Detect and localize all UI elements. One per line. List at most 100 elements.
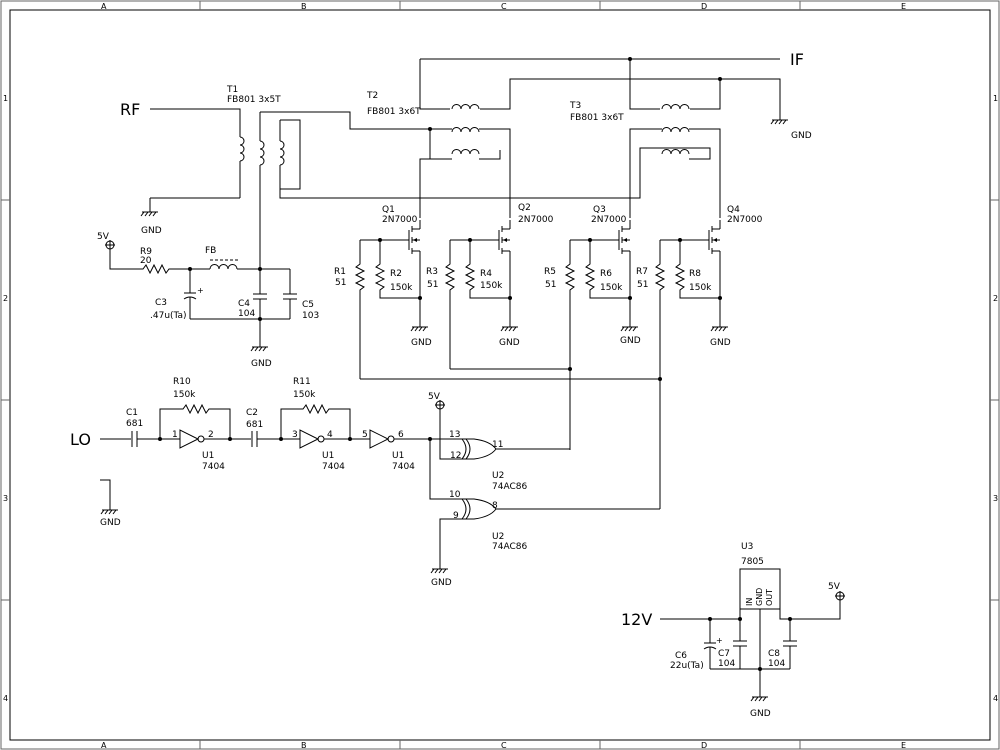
row-label-2: 2 — [3, 294, 8, 303]
t2-ref: T2 — [366, 91, 378, 101]
ground-symbol — [250, 339, 269, 352]
r8-value: 150k — [689, 283, 712, 293]
5v-label-bias: 5V — [97, 232, 110, 242]
u2b-pin-out: 8 — [492, 501, 498, 511]
resistor-r1 — [355, 260, 365, 294]
rf-port-label: RF — [120, 100, 140, 119]
u1b-pin-out: 4 — [327, 430, 333, 440]
c5-ref: C5 — [302, 300, 314, 310]
c6-value: 22u(Ta) — [670, 661, 704, 671]
fb-ref: FB — [205, 246, 216, 256]
mosfet-q1-stage: Q1 2N7000 R1 51 R2 150k GND — [334, 205, 432, 379]
r9-ref: R9 — [140, 247, 152, 257]
t1-winding-tertiary — [279, 140, 285, 166]
mosfet-q4-stage: Q4 2N7000 R7 51 R8 150k GND — [636, 205, 763, 509]
ground-symbol — [750, 689, 769, 702]
mosfet-q2-stage: Q2 2N7000 R3 51 R4 150k GND — [426, 203, 554, 369]
resistor-r10 — [179, 404, 213, 414]
u2a-ref: U2 — [492, 471, 504, 481]
junction-dot — [718, 296, 722, 300]
bias-supply-section: 5V R9 20 FB + C3 .47u(Ta) C4 104 C5 1 — [97, 232, 319, 369]
r9-value: 20 — [140, 256, 152, 266]
gnd-label: GND — [499, 338, 520, 348]
gnd-label: GND — [710, 338, 731, 348]
gate-drive-bus — [360, 367, 662, 381]
row-label-1: 1 — [3, 94, 8, 103]
transformer-t2: T2 FB801 3x6T — [366, 91, 511, 218]
t2-value: FB801 3x6T — [367, 107, 421, 117]
junction-dot — [508, 296, 512, 300]
r10-ref: R10 — [173, 377, 191, 387]
r3-ref: R3 — [426, 267, 438, 277]
ground-symbol — [710, 319, 729, 332]
u3-pin-in: IN — [745, 598, 754, 606]
mosfet-q3-stage: Q3 2N7000 R5 51 R6 150k GND — [544, 205, 641, 450]
c1-value: 681 — [126, 419, 143, 429]
resistor-r9 — [139, 264, 173, 274]
col-label-b: B — [301, 2, 307, 11]
u2b-pin-a: 10 — [449, 490, 461, 500]
q3-ref: Q3 — [593, 205, 606, 215]
q3-value: 2N7000 — [591, 215, 627, 225]
junction-dot — [228, 437, 232, 441]
mosfet-q2 — [489, 219, 511, 263]
col-label-a: A — [101, 2, 107, 11]
t3-ref: T3 — [569, 101, 581, 111]
ground-symbol — [620, 319, 639, 332]
t1-winding-primary — [239, 136, 245, 162]
mosfet-q1 — [399, 219, 421, 263]
if-output-section: IF GND — [419, 50, 812, 141]
col-label-d-bottom: D — [701, 741, 707, 750]
c6-ref: C6 — [675, 651, 687, 661]
col-label-c: C — [501, 2, 507, 11]
12v-port-label: 12V — [621, 610, 652, 629]
t1-value: FB801 3x5T — [227, 95, 281, 105]
t2-winding-drain-a — [451, 127, 480, 133]
c4-ref: C4 — [238, 299, 250, 309]
junction-dot — [658, 377, 662, 381]
if-port-label: IF — [790, 50, 804, 69]
col-label-e: E — [901, 2, 906, 11]
row-label-3-right: 3 — [993, 494, 998, 503]
u1c-value: 7404 — [392, 462, 415, 472]
c5-value: 103 — [302, 311, 319, 321]
resistor-r5 — [565, 260, 575, 294]
ground-symbol — [100, 502, 119, 515]
junction-dot — [628, 296, 632, 300]
q2-ref: Q2 — [518, 203, 531, 213]
u2b-ref: U2 — [492, 532, 504, 542]
c7-ref: C7 — [718, 649, 730, 659]
t2-winding-drain-b — [451, 149, 480, 155]
r6-ref: R6 — [600, 269, 612, 279]
resistor-r3 — [445, 260, 455, 294]
resistor-r8 — [675, 260, 685, 294]
row-label-1-right: 1 — [993, 94, 998, 103]
q1-ref: Q1 — [382, 205, 395, 215]
inverter-u1b — [299, 429, 325, 449]
u1a-value: 7404 — [202, 462, 225, 472]
row-label-3: 3 — [3, 494, 8, 503]
c3-ref: C3 — [155, 298, 167, 308]
r4-value: 150k — [480, 281, 503, 291]
r6-value: 150k — [600, 283, 623, 293]
t3-winding-if — [661, 104, 690, 110]
u1a-pin-in: 1 — [172, 430, 178, 440]
mosfet-q3 — [609, 219, 631, 263]
col-label-e-bottom: E — [901, 741, 906, 750]
t1-winding-secondary — [259, 140, 265, 166]
c7-value: 104 — [718, 659, 735, 669]
junction-dot — [418, 296, 422, 300]
gnd-label: GND — [100, 518, 121, 528]
gnd-label: GND — [791, 131, 812, 141]
svg-text:+: + — [716, 636, 723, 645]
mosfet-q4 — [699, 219, 721, 263]
u2b-pin-b: 9 — [453, 511, 459, 521]
t2-winding-if — [451, 104, 480, 110]
r3-value: 51 — [427, 280, 438, 290]
gnd-label: GND — [411, 338, 432, 348]
resistor-r6 — [585, 260, 595, 294]
u1c-pin-in: 5 — [362, 430, 368, 440]
t1-ref: T1 — [226, 85, 238, 95]
junction-dot — [568, 367, 572, 371]
